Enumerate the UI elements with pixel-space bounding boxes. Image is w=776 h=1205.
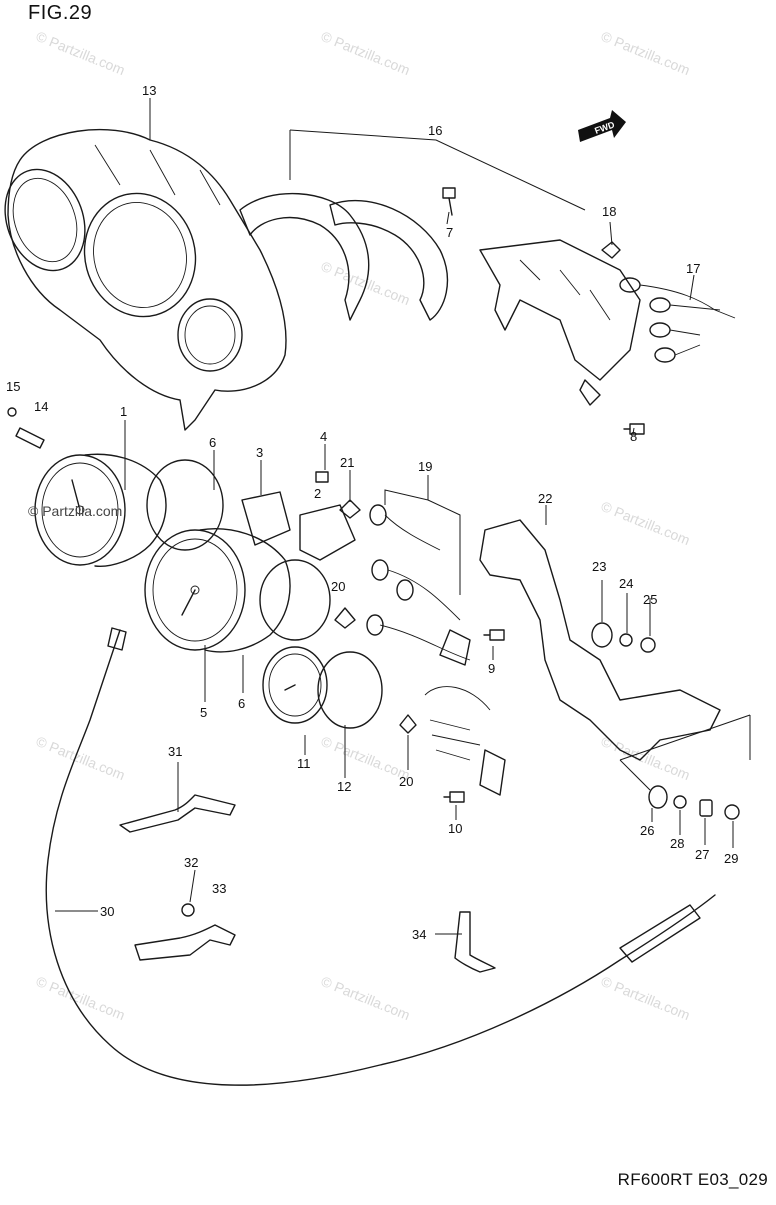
watermark-text: © Partzilla.com [319,28,412,78]
callout-2: 2 [314,486,322,501]
watermark-text: © Partzilla.com [34,733,127,783]
screw-part-7 [442,187,456,216]
screw-part-10 [443,791,465,803]
callout-25: 25 [643,592,658,607]
meter-cover-part [4,128,287,431]
callout-23: 23 [592,559,607,574]
gauge-case-part [317,651,383,729]
callout-33: 33 [212,881,227,896]
callout-7: 7 [446,225,454,240]
callout-31: 31 [168,744,183,759]
callout-19: 19 [418,459,433,474]
meter-bracket-part [479,519,721,761]
small-gauge-part [262,646,328,724]
speedometer-part [34,453,167,567]
callout-5: 5 [200,705,208,720]
figure-title: FIG.29 [28,2,93,24]
callout-6: 6 [209,435,217,450]
callout-3: 3 [256,445,264,460]
cushion-part-26 [648,785,668,809]
callout-14: 14 [34,399,49,414]
bulb-part-21 [339,499,361,519]
cable-ferrule-part [107,627,127,651]
wire-harness-part [366,504,471,666]
callout-26: 26 [640,823,655,838]
callout-15: 15 [6,379,21,394]
socket-plate-part [241,491,291,546]
callout-8: 8 [630,429,638,444]
watermark-text: © Partzilla.com [319,258,412,308]
callout-9: 9 [488,661,496,676]
washer-part-28 [673,795,687,809]
callout-21: 21 [340,455,355,470]
watermark-text: © Partzilla.com [599,973,692,1023]
watermark-layer: © Partzilla.com © Partzilla.com © Partzill… [34,28,692,1023]
screw-part-9 [483,629,505,641]
watermark-text: © Partzilla.com [34,28,127,78]
spacer-part-27 [699,799,713,817]
callout-12: 12 [337,779,352,794]
bulb-part-20b [399,714,417,734]
drawing-code: RF600RT E03_029 [617,1170,768,1189]
callout-6-lower: 6 [238,696,246,711]
watermark-text: © Partzilla.com [599,498,692,548]
nut-part [640,637,656,653]
callout-13: 13 [142,83,157,98]
gasket-ring-part [146,459,224,551]
nut-part-29 [724,804,740,820]
speedometer-cable-part [45,629,716,1086]
cable-end-part [619,904,701,963]
watermark-text: © Partzilla.com [319,973,412,1023]
watermark-text: © Partzilla.com [599,28,692,78]
fitting-parts [7,407,45,449]
bulb-part-20 [334,607,356,629]
bulb-part [601,241,621,259]
gasket-ring-part-lower [259,559,331,641]
leader-lines [55,98,751,935]
meter-panel-part [239,192,448,321]
callout-32: 32 [184,855,199,870]
forward-arrow-icon: FWD [578,110,626,142]
callout-10: 10 [448,821,463,836]
watermark-text: © Partzilla.com [34,973,127,1023]
callout-20: 20 [331,579,346,594]
cable-guide-part [454,911,496,973]
cushion-part [591,622,613,648]
callout-11: 11 [297,756,311,771]
callout-16: 16 [428,123,443,138]
callout-22: 22 [538,491,553,506]
callout-30: 30 [100,904,115,919]
callout-20-lower: 20 [399,774,414,789]
callout-24: 24 [619,576,634,591]
callout-4: 4 [320,429,328,444]
lead-wire-part [424,686,506,796]
callout-1: 1 [120,404,128,419]
overlay-watermark: © Partzilla.com [28,503,123,519]
callout-34: 34 [412,927,427,942]
holder-part [299,471,356,561]
tachometer-part [144,528,291,653]
screw-part-8 [623,423,645,435]
watermark-text: © Partzilla.com [599,733,692,783]
callout-28: 28 [670,836,685,851]
callout-18: 18 [602,204,617,219]
washer-part [619,633,633,647]
callout-29: 29 [724,851,739,866]
callout-27: 27 [695,847,710,862]
callout-17: 17 [686,261,701,276]
bolt-and-clamp-part [134,903,236,961]
